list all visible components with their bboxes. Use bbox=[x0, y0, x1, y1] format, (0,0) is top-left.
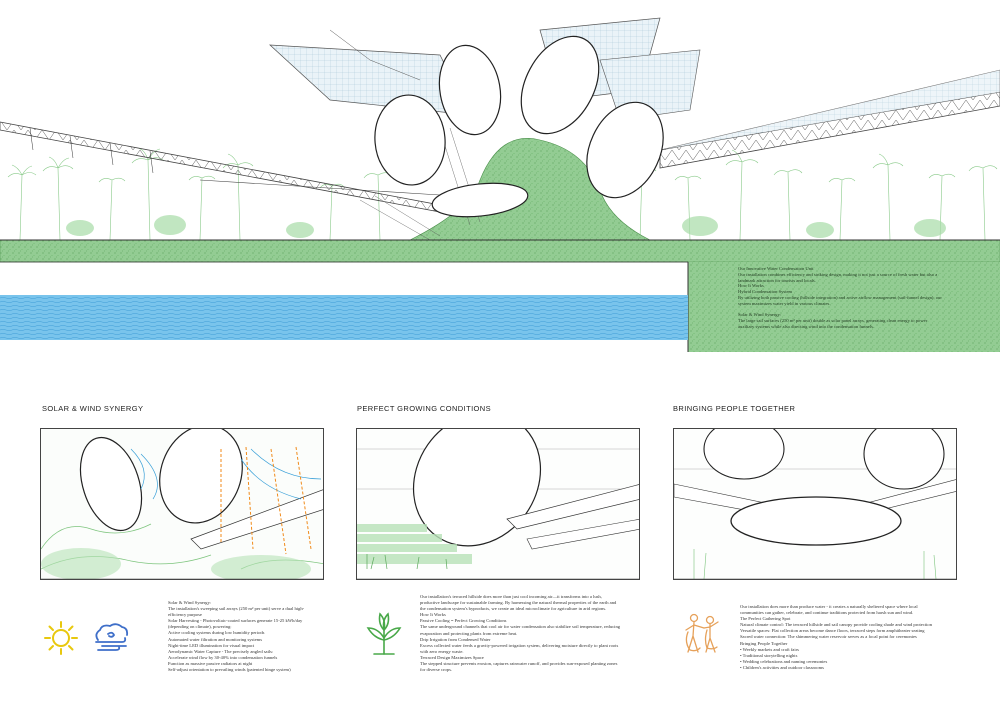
left-truss-arm bbox=[0, 121, 441, 213]
water-reservoir bbox=[0, 295, 688, 340]
panel-line: Accelerate wind flow by 30-40% into cond… bbox=[168, 654, 278, 660]
right-truss-arm bbox=[659, 69, 1000, 169]
panel-line: The same underground channels that cool … bbox=[420, 624, 621, 630]
panel-line: Sacred water connection: The shimmering … bbox=[740, 634, 917, 640]
panel-image-people bbox=[673, 428, 957, 580]
hero-line: system maximizes water yield in various … bbox=[738, 300, 831, 306]
panel-line: Natural climate control: The terraced hi… bbox=[740, 622, 933, 628]
panel-image-solar-wind bbox=[40, 428, 324, 580]
shrubs bbox=[66, 215, 946, 238]
hero-line: auxiliary systems while also directing w… bbox=[738, 323, 875, 329]
hero-line: Our Innovative Water Condensation Unit bbox=[738, 266, 814, 271]
panel-image-growing bbox=[356, 428, 640, 580]
panel-line: evaporation and protecting plants from e… bbox=[420, 630, 518, 636]
hero-line: How It Works bbox=[738, 283, 764, 289]
hero-line: By utilizing both passive cooling (hills… bbox=[738, 294, 942, 300]
condensation-petals bbox=[374, 35, 664, 218]
info-green-block bbox=[688, 262, 1000, 352]
panel-line: communities can gather, celebrate, and c… bbox=[740, 610, 914, 616]
hero-line: Solar & Wind Synergy: bbox=[738, 312, 782, 318]
panel-line: Our installation's terraced hillside doe… bbox=[420, 594, 602, 599]
people-icon bbox=[685, 613, 719, 653]
hero-line: Hybrid Condensation System bbox=[738, 289, 793, 295]
hero-line: Our installation combines efficiency and… bbox=[738, 271, 938, 277]
panel-line: with zero energy waste. bbox=[420, 648, 464, 654]
panel-line: Solar Harvesting - Photovoltaic-coated s… bbox=[168, 618, 303, 624]
panel-line: The Perfect Gathering Spot bbox=[740, 616, 791, 622]
panel-line: Drip Irrigation from Condensed Water bbox=[420, 636, 491, 642]
panel-line: Function as massive passive radiators at… bbox=[168, 660, 253, 666]
panel-line: The stepped structure prevents erosion, … bbox=[420, 661, 618, 667]
panel-line: Passive Cooling = Perfect Growing Condit… bbox=[420, 618, 507, 624]
panel-text-solar-wind: Solar & Wind Synergy: The installation's… bbox=[168, 600, 304, 673]
panel-line: • Traditional storytelling nights bbox=[740, 652, 798, 658]
panel-line: • Children's activities and outdoor clas… bbox=[740, 664, 824, 670]
panel-line: Active cooling systems during low humidi… bbox=[168, 630, 265, 636]
panel-line: efficiency purpose bbox=[168, 612, 202, 618]
plant-icon bbox=[366, 612, 402, 655]
panel-line: The installation's sweeping sail arrays … bbox=[168, 606, 305, 612]
panel-line: Self-adjust orientation to prevailing wi… bbox=[168, 667, 291, 673]
panel-line: How It Works bbox=[420, 612, 446, 618]
panel-line: Solar & Wind Synergy: bbox=[168, 600, 212, 605]
panel-line: Automated water filtration and monitorin… bbox=[168, 636, 263, 642]
panel-line: Aerodynamic Water Capture - The precisel… bbox=[168, 648, 274, 654]
hero-description: Our Innovative Water Condensation Unit O… bbox=[738, 266, 988, 330]
sun-icon bbox=[44, 621, 78, 655]
hero-section-illustration bbox=[0, 17, 1000, 352]
panel-line: productive landscape for sustainable far… bbox=[420, 600, 617, 606]
panel-line: for diverse crops. bbox=[420, 667, 453, 673]
ground-strip bbox=[0, 239, 1000, 263]
panel-line: Bringing People Together bbox=[740, 640, 788, 646]
panel-text-growing: Our installation's terraced hillside doe… bbox=[420, 594, 620, 673]
wind-cloud-icon bbox=[95, 623, 129, 651]
panel-title-solar-wind: SOLAR & WIND SYNERGY bbox=[42, 404, 144, 413]
panel-line: • Wedding celebrations and naming ceremo… bbox=[740, 658, 828, 664]
hero-line: landmark attraction for tourists and loc… bbox=[738, 277, 816, 283]
hero-line: The large sail surfaces (250 m² per unit… bbox=[738, 318, 928, 324]
panel-line: Night-time LED illumination for visual i… bbox=[168, 642, 255, 648]
panel-line: Excess collected water feeds a gravity-p… bbox=[420, 642, 619, 648]
panel-title-growing: PERFECT GROWING CONDITIONS bbox=[357, 404, 492, 413]
panel-line: • Weekly markets and craft fairs bbox=[740, 646, 799, 652]
panel-title-people: BRINGING PEOPLE TOGETHER bbox=[673, 404, 796, 413]
panel-line: (depending on climate), powering: bbox=[168, 624, 232, 630]
panel-line: Versatile spaces: Flat collection areas … bbox=[740, 628, 925, 634]
panel-line: Our installation does more than produce … bbox=[740, 604, 918, 609]
panel-line: Terraced Design Maximizes Space bbox=[420, 654, 484, 660]
panel-line: the condensation system's byproducts, we… bbox=[420, 606, 607, 612]
panel-text-people: Our installation does more than produce … bbox=[740, 604, 932, 671]
